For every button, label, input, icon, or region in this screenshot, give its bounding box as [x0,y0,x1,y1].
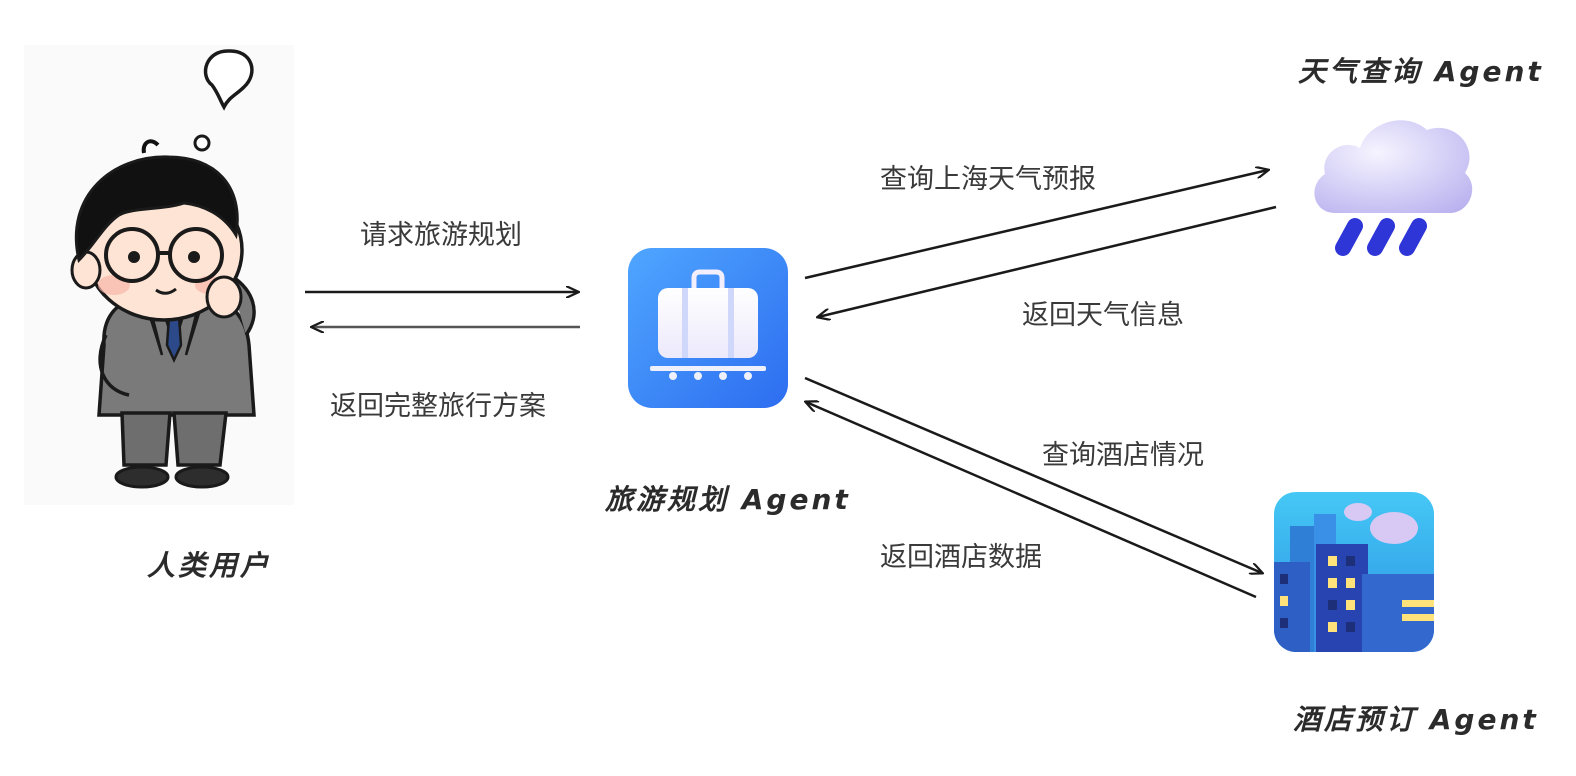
edge-label-return-hotel: 返回酒店数据 [880,542,1042,573]
rain-cloud-icon [1314,120,1473,256]
user-node [24,45,294,505]
luggage-icon [628,248,788,408]
thinking-person-illustration [70,49,256,489]
edge-label-return-weather: 返回天气信息 [1022,300,1184,331]
planner-node [628,248,788,408]
arrow-hotel-to-planner [806,402,1257,599]
arrow-weather-to-planner [818,205,1277,317]
city-buildings-icon [1274,492,1434,652]
edge-label-query-weather: 查询上海天气预报 [880,164,1096,195]
planner-label: 旅游规划 Agent [605,483,851,516]
user-label: 人类用户 [147,549,272,582]
weather-label: 天气查询 Agent [1298,55,1544,88]
arrow-planner-to-weather [804,170,1268,280]
weather-node [1305,108,1480,263]
hotel-node [1274,492,1434,652]
edge-label-request-plan: 请求旅游规划 [360,220,522,251]
hotel-label: 酒店预订 Agent [1293,703,1539,736]
arrow-planner-to-hotel [804,376,1262,573]
edge-label-query-hotel: 查询酒店情况 [1042,440,1204,471]
edge-label-return-plan: 返回完整旅行方案 [330,391,546,422]
